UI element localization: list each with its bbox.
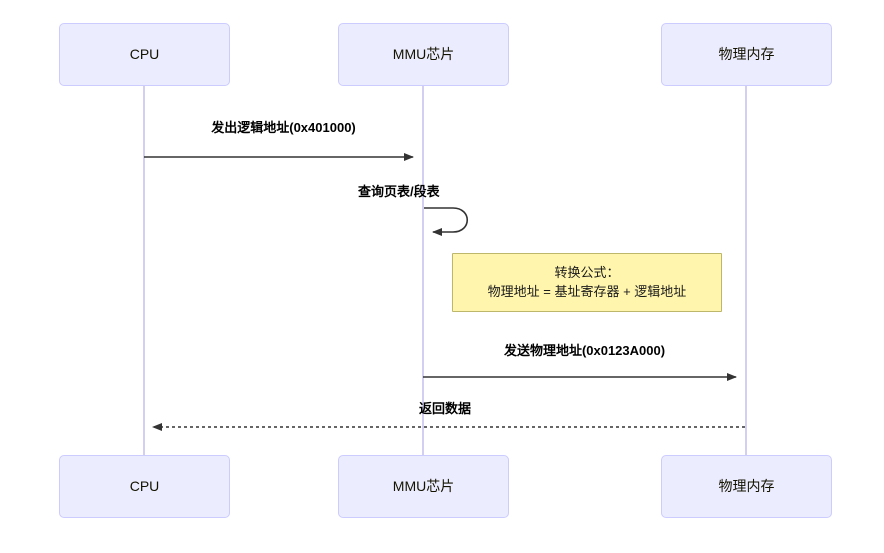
lifeline-mem <box>745 86 747 455</box>
actor-label-cpu-top: CPU <box>129 46 160 63</box>
note-line-formula: 物理地址 = 基址寄存器 + 逻辑地址 <box>487 283 687 299</box>
arrow-msg-lookup-table-selfloop <box>424 207 469 236</box>
actor-box-mem-top[interactable]: 物理内存 <box>661 23 832 86</box>
actor-label-mem-bottom: 物理内存 <box>718 478 775 495</box>
lifeline-cpu <box>143 86 145 455</box>
msg-label-logical-address: 发出逻辑地址(0x401000) <box>211 120 356 135</box>
lifeline-mmu <box>422 86 424 455</box>
msg-label-physical-address: 发送物理地址(0x0123A000) <box>503 343 666 358</box>
actor-box-mmu-top[interactable]: MMU芯片 <box>338 23 509 86</box>
actor-box-cpu-bottom[interactable]: CPU <box>59 455 230 518</box>
actor-label-mmu-bottom: MMU芯片 <box>392 478 455 495</box>
actor-label-cpu-bottom: CPU <box>129 478 160 495</box>
msg-label-lookup-table: 查询页表/段表 <box>358 184 440 199</box>
actor-box-mem-bottom[interactable]: 物理内存 <box>661 455 832 518</box>
note-line-title: 转换公式： <box>554 264 620 280</box>
actor-label-mmu-top: MMU芯片 <box>392 46 455 63</box>
note-conversion-formula: 转换公式： 物理地址 = 基址寄存器 + 逻辑地址 <box>452 253 722 312</box>
actor-box-mmu-bottom[interactable]: MMU芯片 <box>338 455 509 518</box>
msg-label-return-data: 返回数据 <box>418 401 471 416</box>
actor-label-mem-top: 物理内存 <box>718 46 775 63</box>
actor-box-cpu-top[interactable]: CPU <box>59 23 230 86</box>
